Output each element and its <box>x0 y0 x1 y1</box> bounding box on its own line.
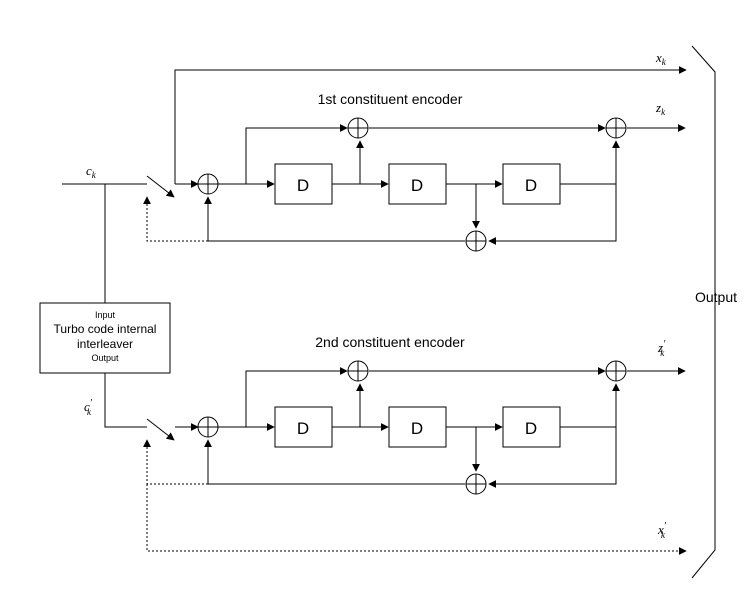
signal-xk: xk <box>655 50 667 67</box>
xor-2-feedback <box>465 473 487 495</box>
signal-zk: zk <box>655 100 666 117</box>
delay-box-2b <box>388 406 447 448</box>
xk-prime-output-line <box>146 484 687 555</box>
switch-1 <box>146 175 175 198</box>
xor-2-output <box>605 360 627 382</box>
termination-line-2 <box>143 439 208 485</box>
delay-label: D <box>525 419 537 438</box>
encoder-1-title: 1st constituent encoder <box>318 91 463 107</box>
delay-label: D <box>525 176 537 195</box>
delay-box-2a <box>274 406 333 448</box>
signal-zk-prime: z′k <box>657 339 666 358</box>
interleaver-output-label: Output <box>91 353 119 363</box>
delay-label: D <box>297 176 309 195</box>
delay-box-1b <box>388 163 447 205</box>
encoder-1: D D D 1st constituent encoder <box>62 66 687 303</box>
signal-ck-prime: c′k <box>84 398 93 417</box>
xor-adder-1 <box>197 173 219 195</box>
xor-2-top <box>347 360 369 382</box>
switch-2 <box>146 418 175 441</box>
signal-xk-prime: x′k <box>657 521 667 540</box>
interleaver-title-line2: interleaver <box>77 337 133 351</box>
xor-adder-2 <box>197 416 219 438</box>
delay-box-1c <box>502 163 561 205</box>
termination-line-1 <box>143 196 208 242</box>
delay-box-2c <box>502 406 561 448</box>
interleaver-block: Input Turbo code internal interleaver Ou… <box>39 302 171 374</box>
delay-label: D <box>297 419 309 438</box>
delay-label: D <box>411 176 423 195</box>
output-label: Output <box>695 289 737 305</box>
xor-1-output <box>605 117 627 139</box>
delay-box-1a <box>274 163 333 205</box>
xor-1-top <box>347 117 369 139</box>
delay-label: D <box>411 419 423 438</box>
signal-ck: ck <box>86 163 97 180</box>
encoder-2: D D D 2nd constituent encoder <box>104 334 687 555</box>
output-bracket <box>691 45 716 579</box>
xor-1-feedback <box>465 230 487 252</box>
interleaver-input-label: Input <box>95 310 116 320</box>
ck-prime-line <box>104 373 141 428</box>
interleaver-title-line1: Turbo code internal <box>54 322 157 336</box>
xk-output-line <box>174 66 687 184</box>
encoder-2-title: 2nd constituent encoder <box>315 334 465 350</box>
